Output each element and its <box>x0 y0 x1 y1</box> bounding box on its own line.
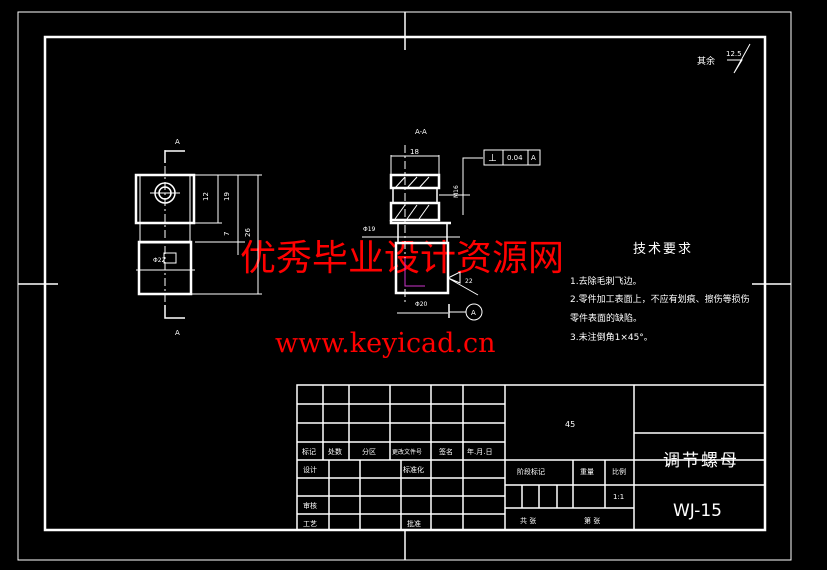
section-view: A-A 18 M16 Φ19 22 Φ20 A ⊥ 0.04 A <box>362 128 541 321</box>
header-zone: 分区 <box>362 447 376 456</box>
tech-req-item: 3.未注倒角1×45°。 <box>570 331 653 343</box>
side-view: A A Φ22 12 19 7 26 <box>134 138 262 337</box>
view-label-bottom: A <box>175 329 180 337</box>
tech-req-item: 1.去除毛刺飞边。 <box>570 275 642 287</box>
dim-26: 26 <box>244 228 252 237</box>
dim-phi20: Φ20 <box>415 301 428 308</box>
dim-19: 19 <box>223 192 231 201</box>
section-hatching <box>394 176 430 220</box>
drawing-number: WJ-15 <box>673 501 722 521</box>
watermark-url: www.keyicad.cn <box>275 328 496 359</box>
sheets-total: 共 张 <box>520 516 536 525</box>
tolerance-frame <box>483 149 541 166</box>
header-change-doc: 更改文件号 <box>392 448 422 456</box>
stage-mark-label: 阶段标记 <box>517 467 545 476</box>
perpendicularity-icon: ⊥ <box>488 153 497 164</box>
datum-circle-icon <box>465 303 483 321</box>
dim-angle: 22 <box>465 278 473 285</box>
watermark-cn: 优秀毕业设计资源网 <box>240 238 564 279</box>
review-label: 审核 <box>303 501 317 510</box>
roughness-check-icon <box>727 43 751 74</box>
design-label: 设计 <box>303 465 317 474</box>
title-block: 标记 处数 分区 更改文件号 签名 年.月.日 设计 标准化 审核 工艺 批准 … <box>296 384 766 531</box>
header-count: 处数 <box>328 447 342 456</box>
process-label: 工艺 <box>303 520 317 528</box>
dim-7: 7 <box>223 232 231 236</box>
tolerance-datum: A <box>531 154 536 162</box>
roughness-label: 其余 <box>697 55 715 67</box>
datum-label: A <box>471 309 476 317</box>
tech-req-item: 零件表面的缺陷。 <box>570 312 642 324</box>
dim-phi19: Φ19 <box>363 226 376 233</box>
dim-12: 12 <box>202 192 210 201</box>
dim-phi22: Φ22 <box>153 257 166 264</box>
ucs-axis-icon <box>404 258 425 287</box>
sheet-number: 第 张 <box>584 516 600 525</box>
tech-req-item: 2.零件加工表面上，不应有划痕、擦伤等损伤 <box>570 293 750 305</box>
header-mark: 标记 <box>302 447 316 456</box>
roughness-symbol: 其余 12.5 <box>697 43 751 74</box>
scale-value: 1:1 <box>613 493 624 501</box>
standardization-label: 标准化 <box>403 465 424 474</box>
roughness-value: 12.5 <box>726 50 742 58</box>
centering-marks <box>18 12 791 560</box>
tech-req-title: 技术要求 <box>633 242 693 257</box>
section-label: A-A <box>415 128 427 136</box>
header-signature: 签名 <box>439 447 453 456</box>
material: 45 <box>565 420 575 429</box>
tolerance-value: 0.04 <box>507 154 523 162</box>
approve-label: 批准 <box>407 519 421 528</box>
part-name: 调节螺母 <box>663 451 739 471</box>
dim-thread: M16 <box>453 185 460 198</box>
scale-label: 比例 <box>612 467 626 476</box>
technical-requirements: 技术要求 1.去除毛刺飞边。 2.零件加工表面上，不应有划痕、擦伤等损伤 零件表… <box>570 242 750 343</box>
header-date: 年.月.日 <box>467 447 492 456</box>
dim-18: 18 <box>410 148 419 156</box>
watermark: 优秀毕业设计资源网 www.keyicad.cn <box>240 238 564 359</box>
view-label-top: A <box>175 138 180 146</box>
weight-label: 重量 <box>580 468 594 476</box>
